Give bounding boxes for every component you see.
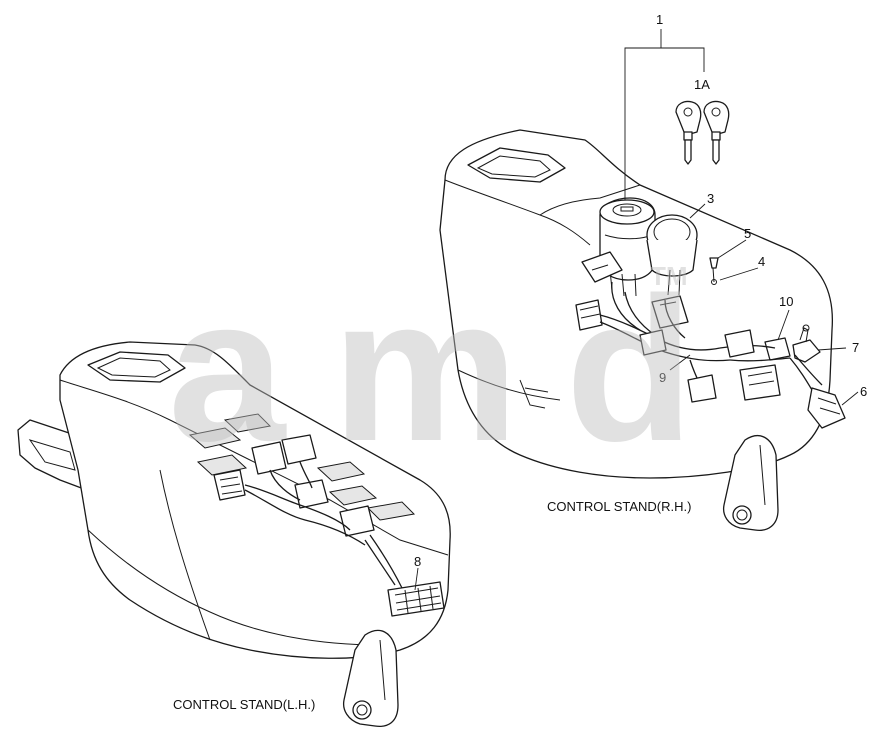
buzzer-part-3 bbox=[646, 214, 698, 296]
screw-washer bbox=[709, 257, 719, 285]
watermark: a m d TM bbox=[168, 255, 694, 484]
callout-1a: 1A bbox=[694, 77, 710, 92]
callout-5: 5 bbox=[744, 226, 751, 241]
relay bbox=[651, 295, 689, 329]
harness-rh bbox=[575, 281, 846, 429]
key-set bbox=[675, 100, 730, 165]
callout-6: 6 bbox=[860, 384, 867, 399]
control-stand-rh bbox=[439, 129, 834, 531]
callout-9: 9 bbox=[659, 370, 666, 385]
watermark-text: a m d bbox=[168, 255, 688, 484]
callout-4: 4 bbox=[758, 254, 765, 269]
control-stand-lh bbox=[17, 341, 451, 728]
connector-part-10 bbox=[764, 337, 791, 361]
callout-7: 7 bbox=[852, 340, 859, 355]
switch-part-7 bbox=[792, 324, 821, 363]
callout-3: 3 bbox=[707, 191, 714, 206]
callout-8: 8 bbox=[414, 554, 421, 569]
caption-rh: CONTROL STAND(R.H.) bbox=[547, 499, 691, 514]
caption-lh: CONTROL STAND(L.H.) bbox=[173, 697, 315, 712]
harness-lh bbox=[213, 434, 445, 617]
callout-labels: 1 1A 3 4 5 6 7 8 9 10 bbox=[414, 12, 867, 569]
callout-1: 1 bbox=[656, 12, 663, 27]
watermark-tm: TM bbox=[650, 261, 688, 291]
callout-10: 10 bbox=[779, 294, 793, 309]
leader-lines bbox=[414, 29, 859, 591]
